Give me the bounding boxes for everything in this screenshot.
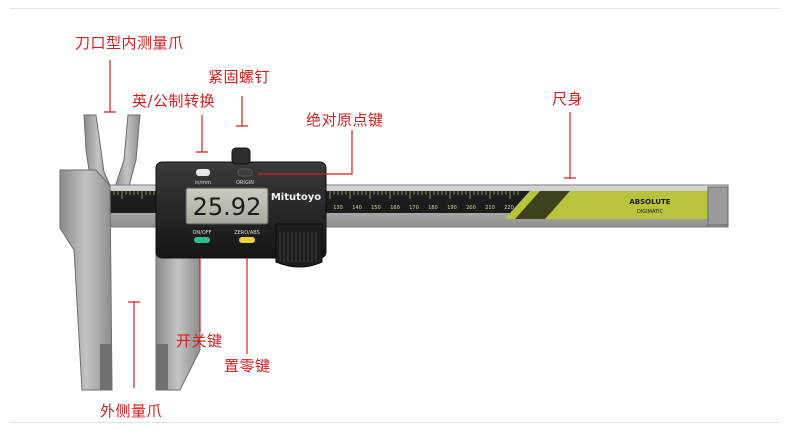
- origin-button[interactable]: [237, 168, 253, 177]
- origin-label: ORIGIN: [236, 180, 254, 186]
- zero-abs-button[interactable]: [239, 237, 255, 243]
- on-off-label: ON/OFF: [192, 230, 211, 236]
- label-power-button: 开关键: [176, 332, 223, 350]
- scale-number: 170: [409, 205, 419, 211]
- on-off-button[interactable]: [194, 237, 210, 243]
- scale-number: 190: [447, 205, 457, 211]
- inch-mm-button[interactable]: [196, 169, 210, 176]
- inch-mm-label: in/mm: [195, 180, 211, 186]
- decal-dark-slash: [515, 191, 570, 219]
- scale-number: 200: [466, 205, 476, 211]
- leader-outside-jaw: [128, 301, 140, 388]
- label-zero-button: 置零键: [224, 357, 271, 375]
- locking-screw[interactable]: [231, 147, 251, 165]
- leader-beam: [564, 112, 576, 179]
- annotation-leaders: [104, 60, 576, 388]
- label-origin-button: 绝对原点键: [306, 111, 384, 129]
- label-blade-inside-jaw: 刀口型内测量爪: [75, 34, 184, 52]
- thumb-roller-grip: [279, 232, 317, 262]
- zero-abs-label: ZERO/ABS: [234, 230, 260, 236]
- leader-locking-screw: [236, 96, 248, 127]
- scale-numbers: 130 140 150 160 170 180 190 200 210 220: [333, 205, 514, 211]
- decal-absolute: ABSOLUTE: [629, 198, 670, 206]
- bottom-divider: [10, 422, 780, 423]
- decal-digimatic: DIGIMATIC: [637, 209, 664, 215]
- scale-band-right: [320, 191, 530, 213]
- leader-inside-jaw: [104, 60, 116, 113]
- scale-number: 220: [504, 205, 514, 211]
- leader-origin: [258, 130, 353, 175]
- scale-number: 160: [390, 205, 400, 211]
- movable-jaw-face: [156, 344, 168, 390]
- scale-number: 150: [371, 205, 381, 211]
- fixed-outside-jaw: [59, 169, 113, 391]
- lcd-reading: 25.92: [193, 193, 262, 221]
- scale-number: 140: [352, 205, 362, 211]
- thumb-roller: [275, 223, 323, 268]
- scale-number: 180: [428, 205, 438, 211]
- leader-inch-metric: [196, 115, 208, 153]
- movable-inside-jaw: [113, 114, 141, 191]
- scale-number: 130: [333, 205, 343, 211]
- label-outside-jaw: 外侧量爪: [100, 402, 163, 420]
- brand-logo: Mitutoyo: [271, 192, 321, 203]
- scale-number: 210: [485, 205, 495, 211]
- label-inch-metric-switch: 英/公制转换: [132, 92, 216, 110]
- fixed-jaw-face: [100, 344, 112, 390]
- beam-end-cap: [707, 186, 729, 226]
- lcd-screen: [185, 187, 269, 225]
- top-divider: [10, 8, 780, 9]
- scale-ticks-right: [329, 191, 519, 199]
- label-locking-screw: 紧固螺钉: [208, 68, 271, 86]
- label-main-beam: 尺身: [552, 90, 584, 108]
